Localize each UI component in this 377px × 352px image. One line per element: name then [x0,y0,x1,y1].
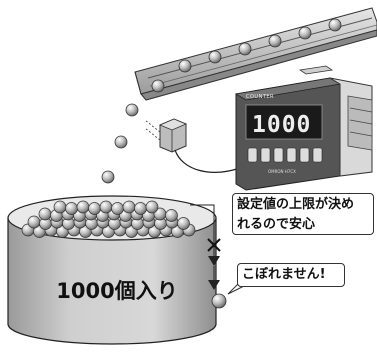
no-spill-callout: こぼれません! [237,263,345,287]
bin-capacity-label: 1000個入り [56,279,178,303]
limit-callout: 設定値の上限が決め れるので安心 [232,193,374,235]
rail-balls [151,18,342,93]
photo-sensor [144,118,188,153]
bin-ball [134,202,147,215]
limit-callout-line2: れるので安心 [237,217,316,232]
bin-ball [53,200,67,214]
bin-ball [76,200,90,214]
bin-ball [177,217,190,230]
counter-maker-label: OMRON H7CX [268,169,296,174]
bin-ball [122,200,136,214]
stopped-ball [211,293,227,309]
bin-balls [21,200,196,238]
bin-ball [65,202,78,215]
bin-ball [88,202,101,215]
limit-callout-line1: 設定値の上限が決め [237,197,355,212]
no-spill-text: こぼれません! [242,267,326,282]
bin-ball [145,200,159,214]
bin-ball [27,215,41,229]
bin-ball [38,207,52,221]
counter-display-value: 1000 [252,112,312,138]
bin-ball [99,200,113,214]
bin-ball [111,202,124,215]
bin-ball [165,209,178,222]
overflow-limit-indicator [190,204,221,290]
counter-brand-label: COUNTER [246,94,275,100]
counter-keys [247,147,323,163]
falling-balls [101,103,139,184]
counter-device [234,65,373,191]
counter-display [245,104,323,140]
